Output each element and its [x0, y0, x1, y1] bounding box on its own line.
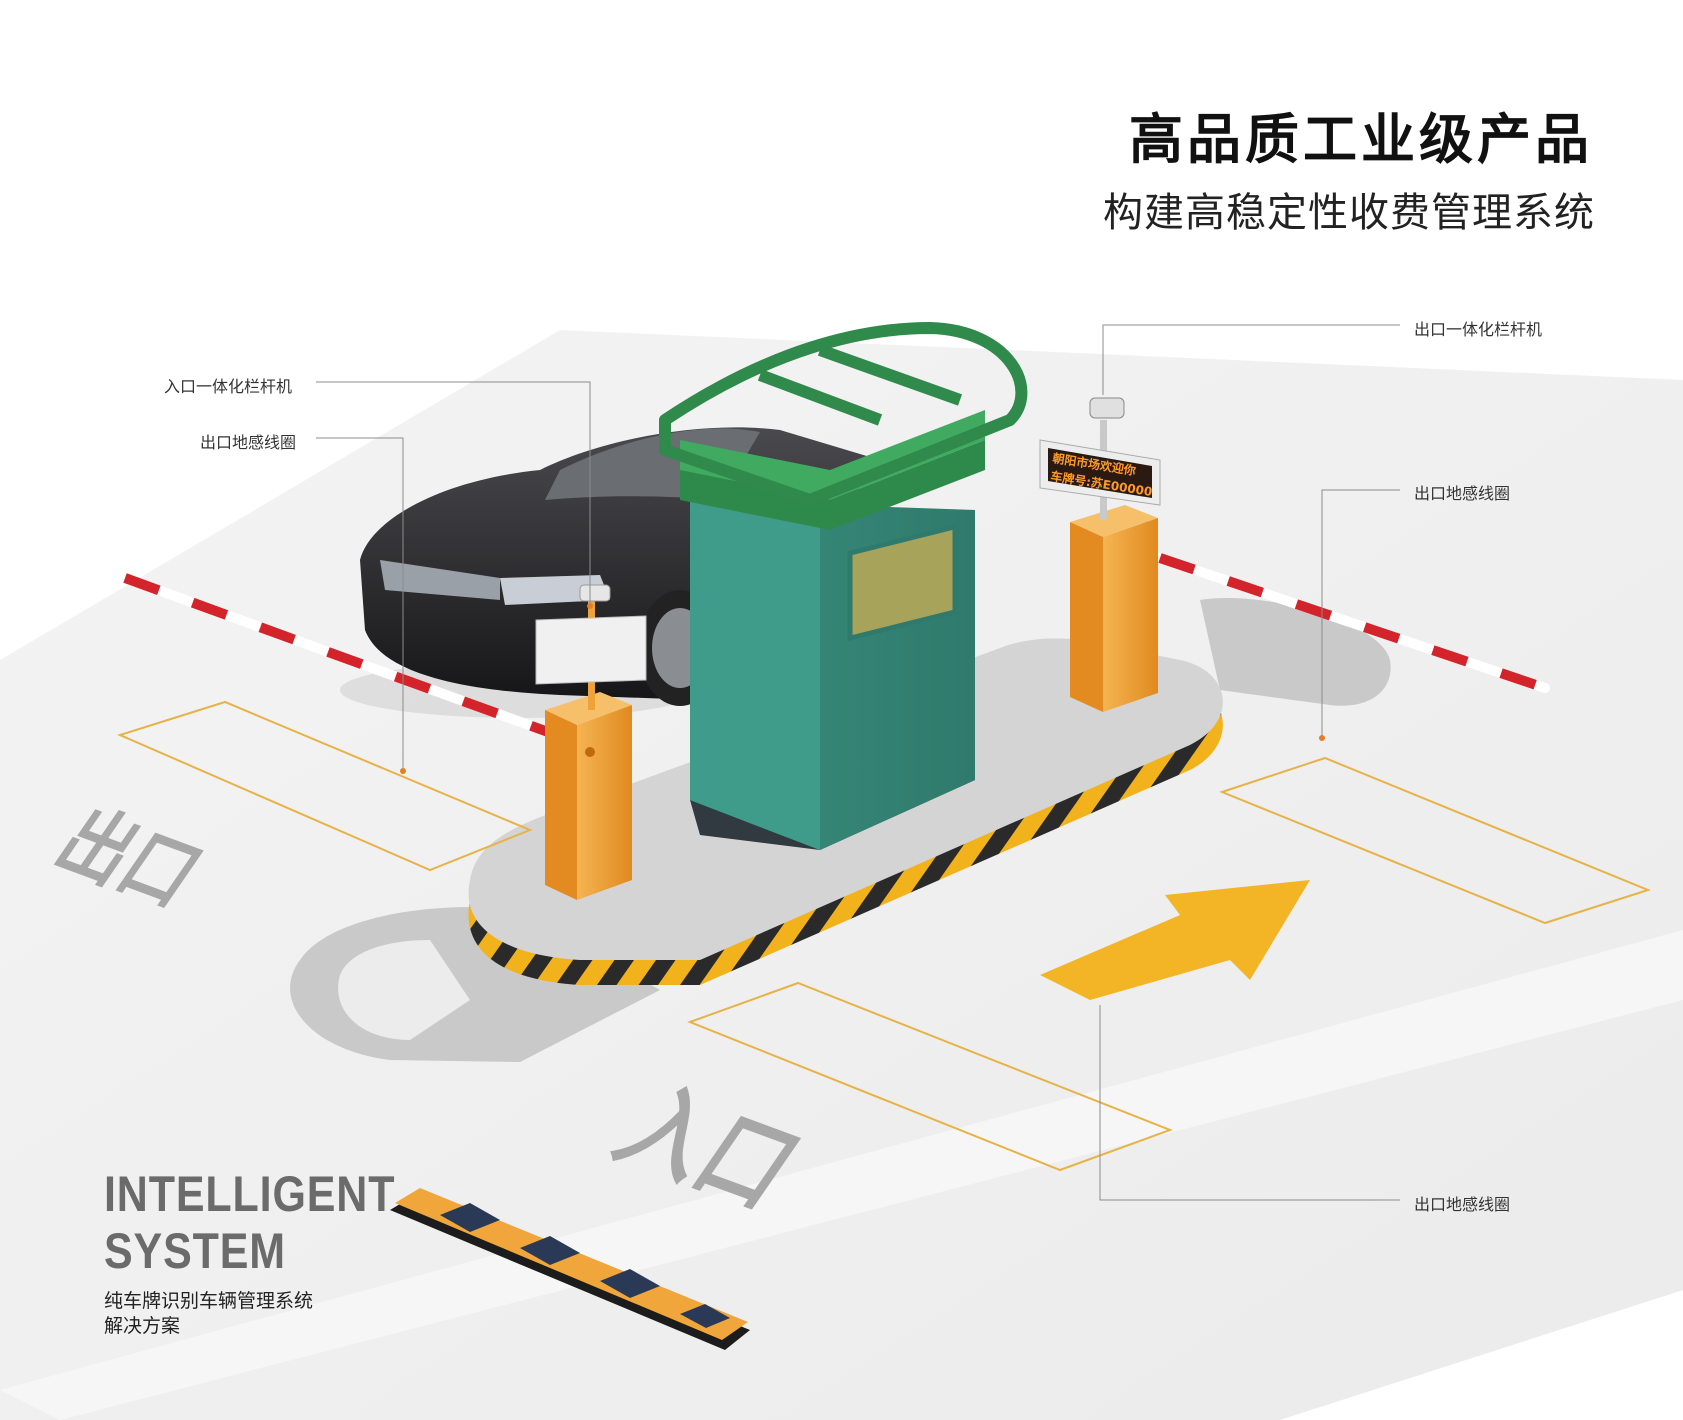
leader-lines: [316, 324, 1400, 1201]
loop-entry-left: [117, 700, 533, 872]
booth-window: [847, 523, 958, 642]
exit-barrier-arm: [1155, 553, 1550, 693]
loop-exit-right: [1219, 756, 1651, 925]
entry-barrier-arm: [120, 573, 597, 753]
entry-camera-pole: [535, 584, 647, 710]
callout-exit-loop-bottom: 出口地感线圈: [1414, 1195, 1511, 1214]
brand-description-line2: 解决方案: [104, 1315, 181, 1337]
brand-title-line2: SYSTEM: [104, 1223, 286, 1279]
direction-arrow: [1040, 880, 1310, 1000]
brand-description-line1: 纯车牌识别车辆管理系统: [104, 1290, 314, 1312]
callout-entry-barrier: 入口一体化栏杆机: [164, 377, 293, 396]
brand-title-line1: INTELLIGENT: [104, 1166, 396, 1222]
loop-exit-bottom: [687, 981, 1173, 1172]
speed-bump: [390, 1188, 750, 1350]
subheadline: 构建高稳定性收费管理系统: [1103, 190, 1595, 236]
callout-entry-loop: 出口地感线圈: [200, 433, 297, 452]
led-display-board: 朝阳市场欢迎你 车牌号:苏E00000: [1039, 439, 1161, 506]
entry-barrier-gate: [545, 692, 632, 900]
booth-canopy: [659, 322, 1028, 506]
headline: 高品质工业级产品: [1129, 108, 1593, 171]
callout-exit-loop-right: 出口地感线圈: [1414, 484, 1511, 503]
exit-barrier-gate: [1070, 505, 1158, 712]
toll-booth: [659, 322, 1028, 850]
callout-exit-barrier: 出口一体化栏杆机: [1414, 320, 1543, 339]
leader-dots: [400, 603, 1325, 774]
